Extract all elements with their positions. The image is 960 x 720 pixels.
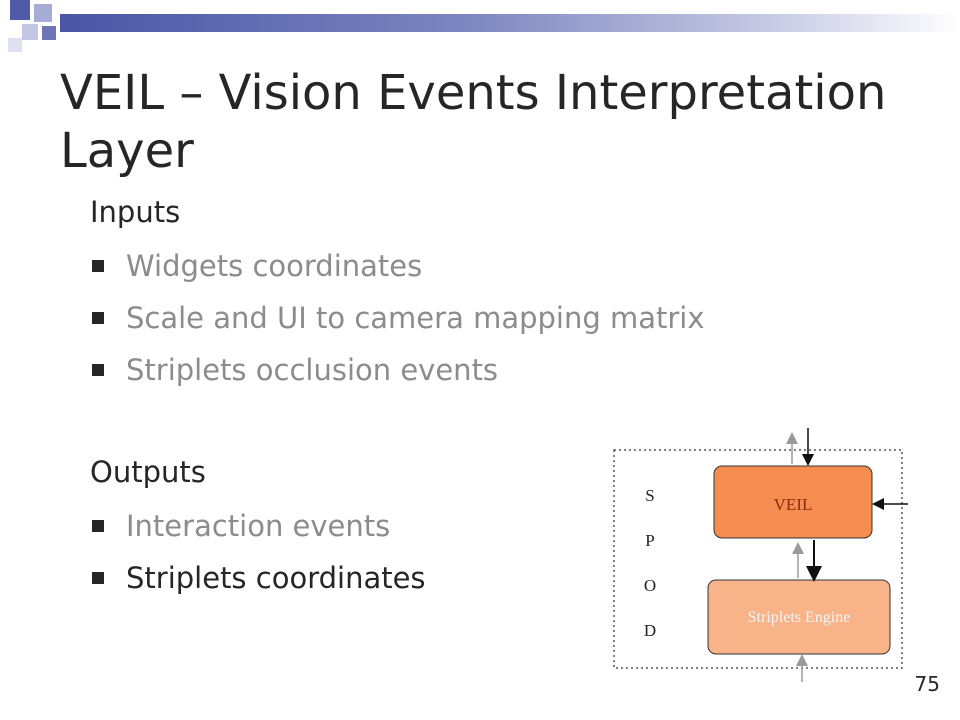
outputs-list: Interaction events Striplets coordinates [90,500,910,604]
list-item: Scale and UI to camera mapping matrix [90,292,910,344]
dotted-boundary [613,449,903,669]
slide-title: VEIL – Vision Events Interpretation Laye… [60,65,887,179]
spod-letter: S [645,486,654,505]
list-item: Widgets coordinates [90,240,910,292]
spod-letter: P [645,531,654,550]
spod-letter: O [644,576,656,595]
header-gradient-bar [60,14,960,32]
decorative-square [8,38,22,52]
veil-box-label: VEIL [774,495,813,514]
slide-number: 75 [914,672,940,696]
veil-architecture-diagram: VEIL Striplets Engine S P O D [613,428,908,682]
list-item-text: Scale and UI to camera mapping matrix [126,301,705,335]
inputs-list: Widgets coordinates Scale and UI to came… [90,240,910,396]
outputs-heading: Outputs [90,455,206,489]
list-item-text: Widgets coordinates [126,249,423,283]
list-item: Interaction events [90,500,910,552]
list-item: Striplets occlusion events [90,344,910,396]
striplets-engine-label: Striplets Engine [748,609,851,626]
list-item-text: Interaction events [126,509,391,543]
slide-content: Inputs Widgets coordinates Scale and UI … [90,190,910,604]
square-bullet-icon [92,260,104,272]
decorative-square [42,26,56,40]
square-bullet-icon [92,312,104,324]
list-item: Striplets coordinates [90,552,910,604]
square-bullet-icon [92,520,104,532]
decorative-square [22,24,38,40]
spod-letter: D [644,621,656,640]
decorative-square [34,4,52,22]
square-bullet-icon [92,572,104,584]
inputs-heading: Inputs [90,195,181,229]
square-bullet-icon [92,364,104,376]
list-item-text: Striplets occlusion events [126,353,499,387]
decorative-square [10,0,30,20]
list-item-text: Striplets coordinates [126,561,426,595]
